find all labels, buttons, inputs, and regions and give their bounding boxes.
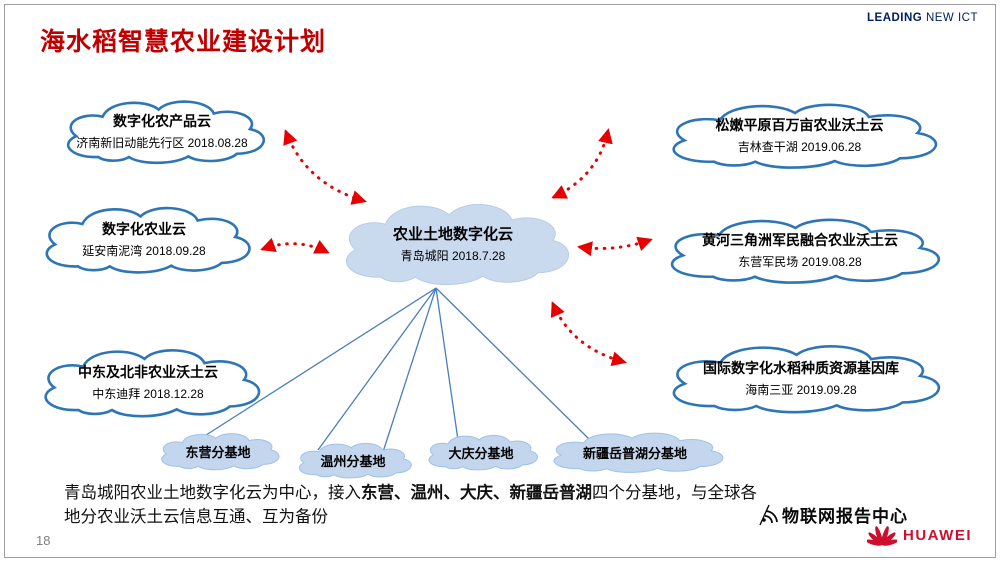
base-label: 大庆分基地 [448, 445, 514, 461]
watermark: 物联网报告中心 [756, 502, 908, 527]
cloud-title: 黄河三角洲军民融合农业沃土云 [702, 232, 898, 248]
page-title: 海水稻智慧农业建设计划 [40, 28, 327, 56]
base-label: 东营分基地 [185, 444, 251, 460]
cloud-title: 国际数字化水稻种质资源基因库 [703, 360, 899, 376]
brand-slogan-rest: NEW ICT [922, 12, 978, 24]
cloud-subtitle: 吉林查干湖 2019.06.28 [737, 140, 862, 154]
base-cloud-xinjiang-yuepuhu: 新疆岳普湖分基地 [540, 427, 730, 477]
cloud-digital-agriculture: 数字化农业云 延安南泥湾 2018.09.28 [30, 198, 258, 280]
brand-slogan-bold: LEADING [867, 12, 923, 24]
cloud-international-rice-genebank: 国际数字化水稻种质资源基因库 海南三亚 2019.09.28 [652, 336, 950, 420]
cloud-mideast-north-africa: 中东及北非农业沃土云 中东迪拜 2018.12.28 [28, 340, 268, 424]
cloud-title: 松嫩平原百万亩农业沃土云 [715, 117, 884, 133]
cloud-title: 农业土地数字化云 [392, 225, 513, 243]
cloud-digital-farm-products: 数字化农产品云 济南新旧动能先行区 2018.08.28 [52, 92, 272, 170]
cloud-title: 中东及北非农业沃土云 [78, 364, 218, 380]
slide-border [4, 4, 996, 558]
description: 青岛城阳农业土地数字化云为中心，接入东营、温州、大庆、新疆岳普湖四个分基地，与全… [64, 482, 772, 530]
cloud-subtitle: 东营军民场 2019.08.28 [738, 255, 862, 269]
cloud-subtitle: 济南新旧动能先行区 2018.08.28 [76, 136, 248, 150]
huawei-flower-icon [867, 526, 897, 546]
cloud-subtitle: 延安南泥湾 2018.09.28 [82, 244, 206, 258]
description-part1: 青岛城阳农业土地数字化云为中心，接入 [64, 484, 361, 502]
base-cloud-daqing: 大庆分基地 [420, 430, 542, 474]
watermark-text: 物联网报告中心 [782, 507, 908, 526]
description-part2: 四个分基地，与全球各地分农业沃土云信息互通、互为备份 [64, 484, 757, 526]
huawei-logo: HUAWEI [867, 522, 972, 548]
broadcast-icon [759, 504, 778, 525]
cloud-subtitle: 中东迪拜 2018.12.28 [92, 387, 204, 401]
base-cloud-dongying: 东营分基地 [152, 428, 284, 474]
cloud-title: 数字化农产品云 [113, 113, 211, 129]
cloud-songnen-plain: 松嫩平原百万亩农业沃土云 吉林查干湖 2019.06.28 [652, 95, 947, 175]
cloud-subtitle: 青岛城阳 2018.7.28 [400, 248, 506, 263]
cloud-title: 数字化农业云 [102, 221, 186, 237]
brand-slogan: LEADING NEW ICT [867, 12, 978, 24]
cloud-center-agri-land-digital: 农业土地数字化云 青岛城阳 2018.7.28 [328, 192, 578, 294]
base-label: 温州分基地 [320, 453, 386, 469]
cloud-yellow-river-delta: 黄河三角洲军民融合农业沃土云 东营军民场 2019.08.28 [650, 210, 950, 290]
base-label: 新疆岳普湖分基地 [582, 445, 687, 461]
base-cloud-wenzhou: 温州分基地 [290, 438, 416, 482]
page-number: 18 [36, 533, 51, 548]
huawei-logo-text: HUAWEI [903, 526, 972, 544]
cloud-subtitle: 海南三亚 2019.09.28 [745, 383, 857, 397]
description-bold-bases: 东营、温州、大庆、新疆岳普湖 [361, 484, 592, 502]
